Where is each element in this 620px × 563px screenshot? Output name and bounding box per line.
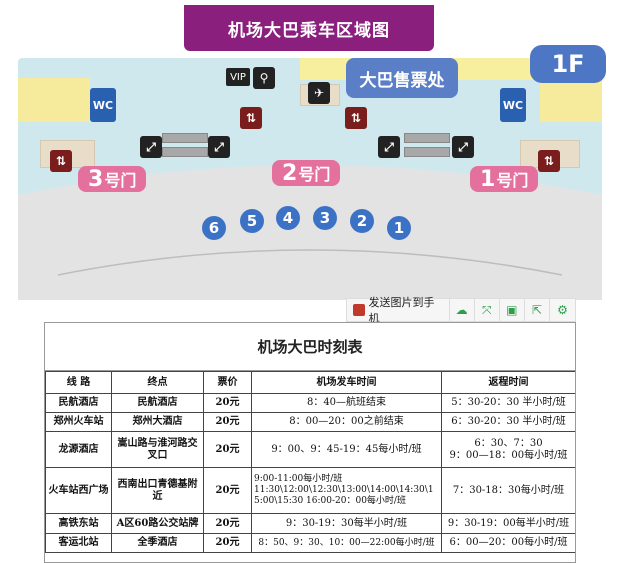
bus-stop-1: 1 xyxy=(387,216,411,240)
escalator-icon: ⤢ xyxy=(378,136,400,158)
escalator-icon: ⤢ xyxy=(208,136,230,158)
route-cell: 高铁东站 xyxy=(45,513,112,534)
share-icon[interactable]: ⇱ xyxy=(525,299,550,321)
table-row: 龙源酒店 嵩山路与淮河路交叉口 20元 9：00、9：45-19：45每小时/班… xyxy=(45,431,575,468)
restroom-icon: ⚲ xyxy=(253,67,275,89)
save-icon[interactable]: ▣ xyxy=(500,299,525,321)
return-cell: 9：30-19：00每半小时/班 xyxy=(441,513,575,534)
fare-cell: 20元 xyxy=(203,533,252,553)
bench xyxy=(162,133,208,143)
table-row: 郑州火车站 郑州大酒店 20元 8：00—20：00之前结束 6：30-20：3… xyxy=(45,412,575,432)
escalator-icon: ⤢ xyxy=(452,136,474,158)
fullscreen-icon[interactable]: ⤧ xyxy=(475,299,500,321)
airplane-icon: ✈ xyxy=(308,82,330,104)
vip-icon: VIP xyxy=(226,68,250,86)
header-return: 返程时间 xyxy=(441,371,575,394)
escalator-icon: ⤢ xyxy=(140,136,162,158)
route-cell: 龙源酒店 xyxy=(45,431,112,468)
elevator-icon: ⇅ xyxy=(50,150,72,172)
table-row: 客运北站 全季酒店 20元 8：50、9：30、10：00—22:00每小时/班… xyxy=(45,533,575,553)
route-cell: 民航酒店 xyxy=(45,393,112,413)
destination-cell: 嵩山路与淮河路交叉口 xyxy=(111,431,204,468)
destination-cell: A区60路公交站牌 xyxy=(111,513,204,534)
destination-cell: 郑州大酒店 xyxy=(111,412,204,432)
bus-stop-2: 2 xyxy=(350,209,374,233)
destination-cell: 全季酒店 xyxy=(111,533,204,553)
departure-cell: 9:00-11:00每小时/班 11:30\12:00\12:30\13:00\… xyxy=(251,467,442,514)
bus-schedule-table: 机场大巴时刻表 线 路 终点 票价 机场发车时间 返程时间 民航酒店 民航酒店 … xyxy=(44,322,576,563)
elevator-icon: ⇅ xyxy=(240,107,262,129)
fare-cell: 20元 xyxy=(203,431,252,468)
bus-stop-5: 5 xyxy=(240,209,264,233)
schedule-grid: 线 路 终点 票价 机场发车时间 返程时间 民航酒店 民航酒店 20元 8：40… xyxy=(45,371,575,553)
return-cell: 6：30-20：30 半小时/班 xyxy=(441,412,575,432)
fare-cell: 20元 xyxy=(203,412,252,432)
map-title: 机场大巴乘车区域图 xyxy=(184,5,434,51)
table-row: 高铁东站 A区60路公交站牌 20元 9：30-19：30每半小时/班 9：30… xyxy=(45,513,575,534)
fare-cell: 20元 xyxy=(203,467,252,514)
departure-cell: 8：50、9：30、10：00—22:00每小时/班 xyxy=(251,533,442,553)
elevator-icon: ⇅ xyxy=(345,107,367,129)
bench xyxy=(404,133,450,143)
destination-cell: 民航酒店 xyxy=(111,393,204,413)
header-fare: 票价 xyxy=(203,371,252,394)
shop-area-right xyxy=(540,78,602,122)
table-row: 民航酒店 民航酒店 20元 8：40—航班结束 5：30-20：30 半小时/班 xyxy=(45,393,575,413)
restroom-left-icon: WC xyxy=(90,88,116,122)
route-cell: 郑州火车站 xyxy=(45,412,112,432)
fare-cell: 20元 xyxy=(203,513,252,534)
table-row: 火车站西广场 西南出口青德基附近 20元 9:00-11:00每小时/班 11:… xyxy=(45,467,575,514)
header-route: 线 路 xyxy=(45,371,112,394)
bus-boarding-map: 机场大巴乘车区域图 大巴售票处 1F VIP ⚲ ✈ WC WC ⇅ ⇅ ⇅ ⇅… xyxy=(18,5,606,300)
restroom-right-icon: WC xyxy=(500,88,526,122)
header-destination: 终点 xyxy=(111,371,204,394)
bench xyxy=(404,147,450,157)
ticket-office-label: 大巴售票处 xyxy=(346,58,458,98)
phone-icon xyxy=(353,304,365,316)
departure-cell: 9：30-19：30每半小时/班 xyxy=(251,513,442,534)
departure-cell: 8：40—航班结束 xyxy=(251,393,442,413)
return-cell: 5：30-20：30 半小时/班 xyxy=(441,393,575,413)
send-to-phone-button[interactable]: 发送图片到手机 xyxy=(347,296,450,325)
bus-stop-4: 4 xyxy=(276,206,300,230)
table-header-row: 线 路 终点 票价 机场发车时间 返程时间 xyxy=(45,371,575,394)
bus-stop-3: 3 xyxy=(313,206,337,230)
route-cell: 火车站西广场 xyxy=(45,467,112,514)
settings-icon[interactable]: ⚙ xyxy=(557,303,568,317)
departure-cell: 8：00—20：00之前结束 xyxy=(251,412,442,432)
cloud-icon[interactable]: ☁ xyxy=(450,299,475,321)
return-cell: 6：00—20：00每小时/班 xyxy=(441,533,575,553)
road-area xyxy=(18,165,602,300)
bench xyxy=(162,147,208,157)
fare-cell: 20元 xyxy=(203,393,252,413)
departure-cell: 9：00、9：45-19：45每小时/班 xyxy=(251,431,442,468)
header-departure: 机场发车时间 xyxy=(251,371,442,394)
route-cell: 客运北站 xyxy=(45,533,112,553)
bus-stop-6: 6 xyxy=(202,216,226,240)
schedule-title: 机场大巴时刻表 xyxy=(45,323,575,371)
return-cell: 6：30、7：30 9：00—18：00每小时/班 xyxy=(441,431,575,468)
destination-cell: 西南出口青德基附近 xyxy=(111,467,204,514)
image-toolbar: 发送图片到手机 ☁ ⤧ ▣ ⇱ ⚙ xyxy=(346,296,576,325)
return-cell: 7：30-18：30每小时/班 xyxy=(441,467,575,514)
floor-label: 1F xyxy=(530,45,606,83)
shop-area-left xyxy=(18,78,90,122)
elevator-icon: ⇅ xyxy=(538,150,560,172)
